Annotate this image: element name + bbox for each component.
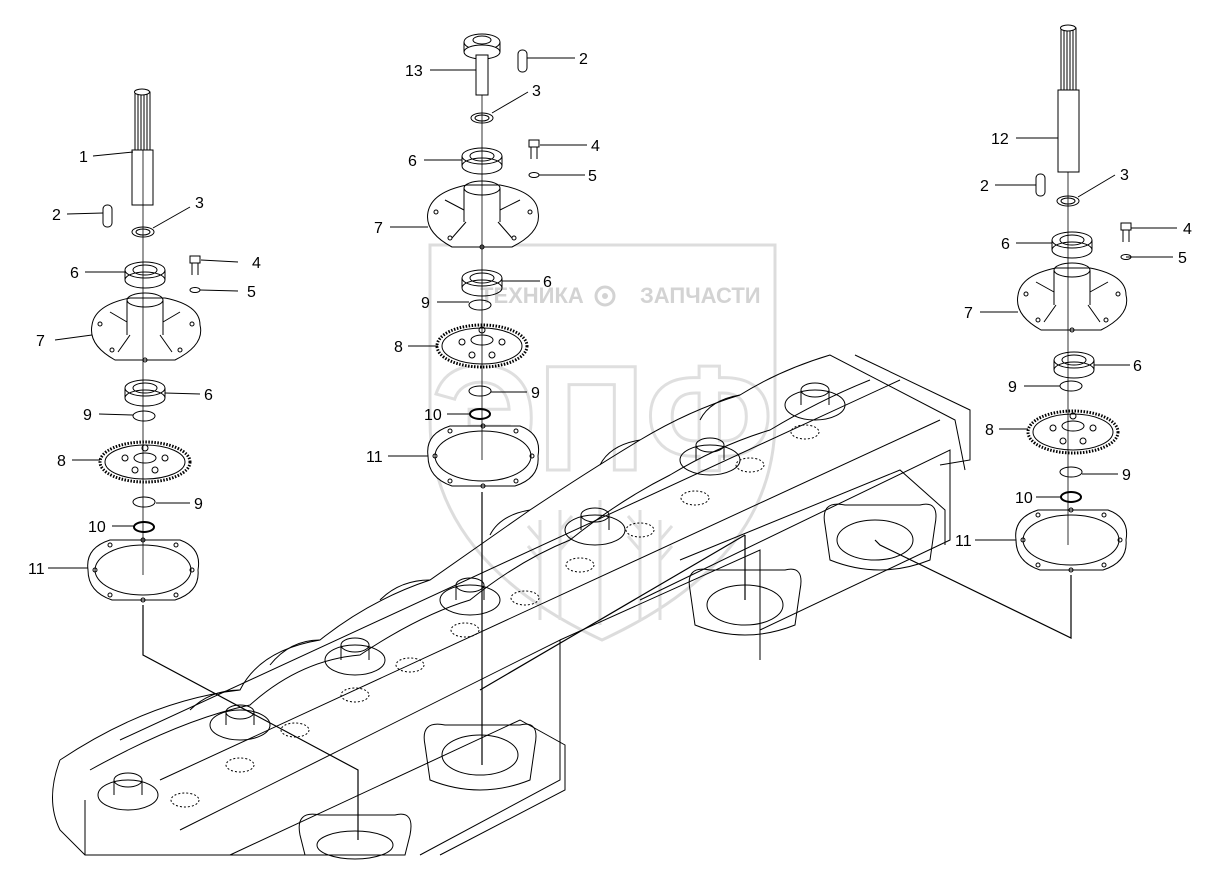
callout-right-housing: 7 xyxy=(964,305,973,322)
bearing-housing-7-center xyxy=(427,180,539,250)
callout-center-bearing-bottom: 6 xyxy=(543,274,552,291)
callout-left-shaft: 1 xyxy=(79,149,88,166)
seal-10-right xyxy=(1060,491,1082,503)
gasket-seat-left xyxy=(298,813,412,860)
callout-labels-center: 13 2 3 4 6 5 7 6 9 8 9 10 11 xyxy=(366,51,600,466)
center-rotor-assembly xyxy=(427,33,540,765)
seal-10-left xyxy=(133,521,155,533)
callout-right-bearing-top: 6 xyxy=(1001,236,1010,253)
callout-left-key: 2 xyxy=(52,207,61,224)
callout-left-ring-bottom: 9 xyxy=(194,496,203,513)
gasket-seat-center xyxy=(423,723,537,791)
gasket-11-center xyxy=(427,423,540,489)
drive-shaft-1 xyxy=(131,88,154,206)
bearing-housing-7-right xyxy=(1016,262,1128,333)
drive-shaft-12 xyxy=(1057,24,1080,173)
callout-left-gear: 8 xyxy=(57,453,66,470)
rotor-hub-2 xyxy=(209,704,271,741)
callout-right-gear: 8 xyxy=(985,422,994,439)
callout-left-gasket: 11 xyxy=(28,561,45,578)
left-rotor-assembly xyxy=(87,88,359,840)
key-2-right xyxy=(1035,173,1046,197)
callout-right-bearing-bottom: 6 xyxy=(1133,358,1142,375)
callout-left-ring-top: 9 xyxy=(83,407,92,424)
rotor-hub-1 xyxy=(97,772,159,811)
bearing-6-right-top xyxy=(1051,231,1093,259)
washer-5-left xyxy=(189,287,201,293)
gear-icon xyxy=(594,285,616,307)
gear-8-right xyxy=(1026,409,1120,455)
callout-left-bearing-top: 6 xyxy=(70,265,79,282)
pinion-shaft-13 xyxy=(463,33,501,96)
ring-9-right-top xyxy=(1059,380,1083,392)
bolt-4-right xyxy=(1120,222,1132,242)
callout-center-bolt: 4 xyxy=(591,138,600,155)
key-2-left xyxy=(102,204,113,228)
ring-9-center-top xyxy=(468,299,492,311)
callout-center-housing: 7 xyxy=(374,220,383,237)
callout-left-seal: 10 xyxy=(88,519,106,536)
callout-center-seal: 10 xyxy=(424,407,442,424)
callout-labels-left: 1 2 3 4 5 6 7 6 9 8 9 10 11 xyxy=(28,149,261,578)
callout-center-gasket: 11 xyxy=(366,449,383,466)
callout-center-washer: 3 xyxy=(532,83,541,100)
rotor-hub-5 xyxy=(564,507,626,546)
callout-left-housing: 7 xyxy=(36,333,45,350)
leader-lines xyxy=(48,57,1177,569)
right-rotor-assembly xyxy=(479,24,1132,691)
callout-center-bearing-top: 6 xyxy=(408,153,417,170)
watermark-shield xyxy=(428,243,777,642)
callout-left-bearing-bottom: 6 xyxy=(204,387,213,404)
callout-center-shaft: 13 xyxy=(405,63,423,80)
bearing-housing-7-left xyxy=(90,292,202,363)
gear-8-left xyxy=(98,440,192,484)
bolt-4-center xyxy=(528,139,540,159)
callout-right-lockwasher: 5 xyxy=(1178,250,1187,267)
callout-center-gear: 8 xyxy=(394,339,403,356)
callout-left-lockwasher: 5 xyxy=(247,284,256,301)
gasket-11-right xyxy=(1015,507,1128,573)
bearing-6-left-bottom xyxy=(124,379,166,407)
washer-5-center xyxy=(528,172,540,178)
key-2-center xyxy=(517,49,528,73)
callout-left-bolt: 4 xyxy=(252,255,261,272)
watermark-text-right: ЗАПЧАСТИ xyxy=(640,283,761,308)
callout-right-ring-top: 9 xyxy=(1008,379,1017,396)
ring-9-left-bottom xyxy=(132,496,156,508)
watermark-text-left: ТЕХНИКА xyxy=(480,283,584,308)
callout-right-seal: 10 xyxy=(1015,490,1033,507)
watermark-wheat xyxy=(526,500,674,625)
callout-right-washer: 3 xyxy=(1120,167,1129,184)
callout-center-key: 2 xyxy=(579,51,588,68)
callout-center-lockwasher: 5 xyxy=(588,168,597,185)
callout-right-bolt: 4 xyxy=(1183,221,1192,238)
callout-center-ring-bottom: 9 xyxy=(531,385,540,402)
callout-right-key: 2 xyxy=(980,178,989,195)
callout-right-gasket: 11 xyxy=(955,533,972,550)
callout-center-ring-top: 9 xyxy=(421,295,430,312)
ring-9-left-top xyxy=(132,410,156,422)
idler-gears xyxy=(170,424,820,808)
ring-9-center-bottom xyxy=(468,385,492,397)
rotor-hub-4 xyxy=(439,577,501,616)
rotor-hub-3 xyxy=(324,637,386,676)
ring-9-right-bottom xyxy=(1059,466,1083,478)
bearing-6-right-bottom xyxy=(1053,351,1095,379)
bolt-4-left xyxy=(189,255,201,275)
rotor-hub-7 xyxy=(784,382,846,421)
gasket-seat-right xyxy=(823,503,937,571)
callout-left-washer: 3 xyxy=(195,195,204,212)
callout-labels-right: 12 2 3 4 6 5 7 6 9 8 9 10 11 xyxy=(955,131,1192,550)
bearing-6-left-top xyxy=(124,261,166,289)
callout-right-shaft: 12 xyxy=(991,131,1009,148)
callout-right-ring-bottom: 9 xyxy=(1122,467,1131,484)
